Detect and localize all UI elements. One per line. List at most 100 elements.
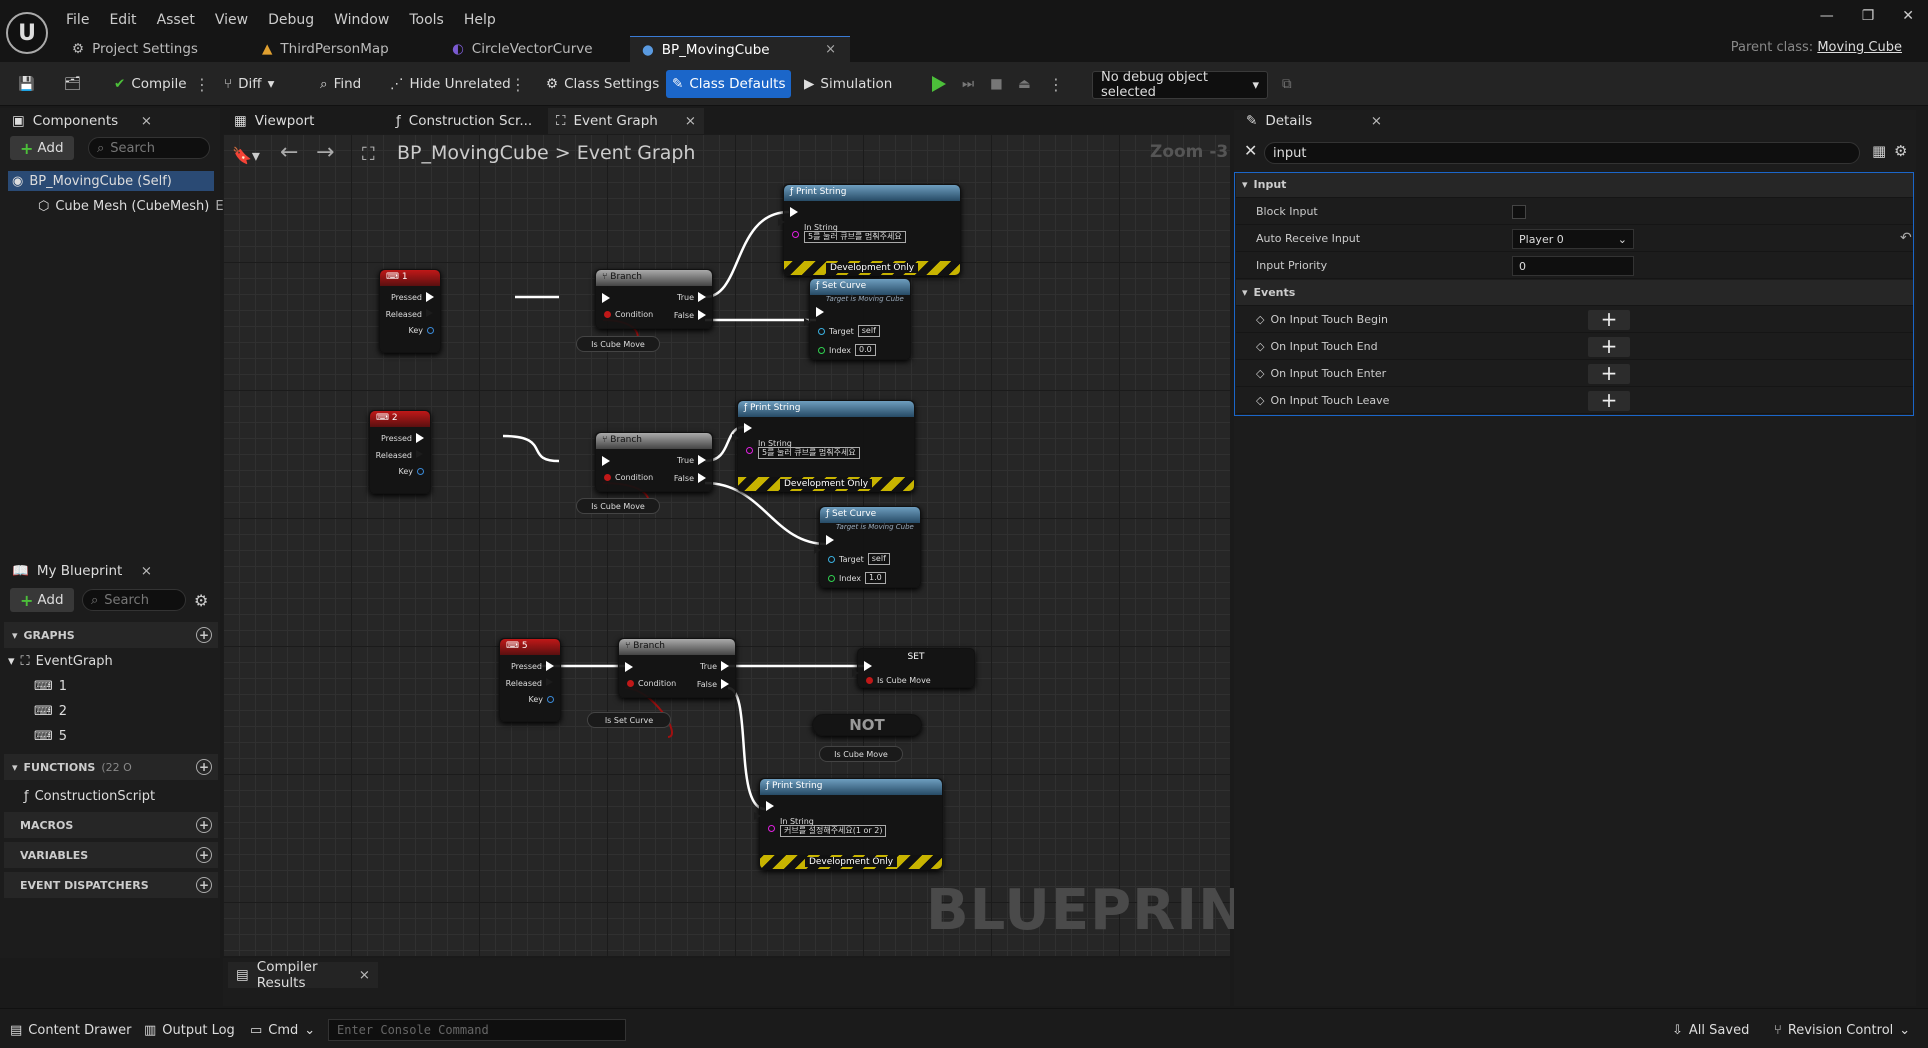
- add-function-icon[interactable]: +: [196, 759, 212, 775]
- more-options-icon[interactable]: ⋮: [510, 74, 526, 94]
- add-member-button[interactable]: +Add: [10, 588, 74, 612]
- print-string-node-2[interactable]: ƒ Print String In String 5를 눌러 큐브를 멈춰주세요…: [737, 400, 915, 492]
- eject-button[interactable]: ⏏: [1012, 70, 1037, 98]
- is-cube-move-pin[interactable]: Is Cube Move: [866, 676, 931, 685]
- false-pin[interactable]: False: [674, 473, 706, 483]
- save-icon[interactable]: 💾: [18, 76, 35, 92]
- my-blueprint-search-input[interactable]: ⌕Search: [82, 589, 186, 611]
- browse-icon[interactable]: 🗂: [64, 76, 82, 92]
- menu-edit[interactable]: Edit: [109, 12, 137, 28]
- exec-pin-icon[interactable]: [602, 293, 610, 303]
- branch-node-3[interactable]: ⑂ Branch Condition True False: [618, 638, 736, 698]
- section-macros[interactable]: MACROS+: [4, 812, 218, 838]
- exec-pin-icon[interactable]: [864, 661, 872, 671]
- in-string-field[interactable]: 커브를 설정해주세요(1 or 2): [780, 825, 887, 837]
- diff-button[interactable]: ⑂Diff▾: [218, 70, 280, 98]
- table-view-icon[interactable]: ▦: [1872, 142, 1887, 160]
- close-icon[interactable]: ×: [825, 42, 836, 57]
- key-event-node-1[interactable]: ⌨ 1 Pressed Released Key: [379, 269, 441, 353]
- key-pin[interactable]: Key: [528, 695, 554, 704]
- index-value[interactable]: 0.0: [855, 344, 876, 356]
- details-section-input[interactable]: ▾Input: [1236, 172, 1914, 198]
- exec-pin-icon[interactable]: [790, 207, 798, 217]
- parent-class-link[interactable]: Moving Cube: [1817, 40, 1902, 55]
- close-icon[interactable]: ×: [1370, 113, 1382, 129]
- tree-event-2[interactable]: ⌨2: [34, 701, 67, 721]
- content-drawer-button[interactable]: ▤Content Drawer: [10, 1023, 131, 1038]
- clear-search-icon[interactable]: ✕: [1244, 141, 1258, 160]
- menu-view[interactable]: View: [214, 12, 249, 28]
- exec-pin-icon[interactable]: [732, 434, 740, 459]
- condition-pin[interactable]: Condition: [604, 310, 653, 319]
- components-tab[interactable]: ▣Components×: [4, 108, 160, 134]
- step-button[interactable]: ⏭: [956, 70, 980, 98]
- details-section-events[interactable]: ▾Events: [1236, 280, 1914, 306]
- exec-pin-icon[interactable]: [778, 218, 786, 243]
- forward-arrow-icon[interactable]: →: [316, 140, 335, 165]
- add-event-touch-leave-button[interactable]: +: [1588, 390, 1630, 411]
- stop-button[interactable]: ■: [984, 70, 1009, 98]
- add-event-touch-enter-button[interactable]: +: [1588, 363, 1630, 384]
- add-event-touch-begin-button[interactable]: +: [1588, 309, 1630, 330]
- component-root-item[interactable]: ◉BP_MovingCube (Self): [8, 171, 214, 191]
- exec-pin-icon[interactable]: [744, 423, 752, 433]
- exec-pin-icon[interactable]: [766, 801, 774, 811]
- tab-compiler-results[interactable]: ▤Compiler Results×: [228, 959, 378, 991]
- unreal-logo-icon[interactable]: U: [6, 12, 48, 54]
- find-button[interactable]: ⌕Find: [314, 70, 367, 98]
- details-search-input[interactable]: input: [1264, 142, 1860, 164]
- is-cube-move-getter[interactable]: Is Cube Move: [576, 498, 660, 514]
- class-defaults-button[interactable]: ✎Class Defaults: [666, 70, 792, 98]
- compile-button[interactable]: ✔Compile: [108, 70, 193, 98]
- close-icon[interactable]: ×: [140, 563, 152, 579]
- add-component-button[interactable]: +Add: [10, 136, 74, 160]
- debug-filter-icon[interactable]: ⧉: [1282, 76, 1292, 92]
- not-boolean-node[interactable]: NOT: [812, 714, 922, 736]
- is-set-curve-getter[interactable]: Is Set Curve: [587, 712, 671, 728]
- string-pin-icon[interactable]: [746, 447, 753, 454]
- revision-control-button[interactable]: ⑂Revision Control⌄: [1774, 1023, 1910, 1038]
- target-value[interactable]: self: [867, 553, 890, 565]
- cmd-select[interactable]: ▭Cmd⌄: [250, 1023, 315, 1038]
- add-variable-icon[interactable]: +: [196, 847, 212, 863]
- class-settings-button[interactable]: ⚙Class Settings: [540, 70, 665, 98]
- play-button[interactable]: [926, 70, 952, 98]
- close-icon[interactable]: ×: [140, 113, 152, 129]
- components-search-input[interactable]: ⌕Search: [88, 137, 210, 159]
- condition-pin[interactable]: Condition: [627, 679, 676, 688]
- tab-event-graph[interactable]: ⛶Event Graph×: [548, 108, 704, 134]
- print-string-node-1[interactable]: ƒ Print String In String 5를 눌러 큐브를 멈춰주세요…: [783, 184, 961, 276]
- tab-project-settings[interactable]: ⚙Project Settings: [60, 36, 250, 62]
- compile-options-icon[interactable]: ⋮: [194, 74, 210, 94]
- details-tab[interactable]: ✎Details×: [1238, 108, 1390, 134]
- condition-pin[interactable]: Condition: [604, 473, 653, 482]
- target-value[interactable]: self: [857, 325, 880, 337]
- bookmark-icon[interactable]: 🔖▾: [232, 146, 260, 165]
- key-pin[interactable]: Key: [408, 326, 434, 335]
- pressed-pin[interactable]: Pressed: [381, 433, 424, 443]
- output-log-button[interactable]: ▥Output Log: [144, 1023, 235, 1038]
- block-input-checkbox[interactable]: [1512, 205, 1526, 219]
- gear-icon[interactable]: ⚙: [194, 590, 209, 610]
- menu-file[interactable]: File: [66, 12, 90, 28]
- tab-circlevectorcurve[interactable]: ◐CircleVectorCurve: [440, 36, 630, 62]
- false-pin[interactable]: False: [697, 679, 729, 689]
- section-variables[interactable]: VARIABLES+: [4, 842, 218, 868]
- simulation-button[interactable]: ▶Simulation: [798, 70, 898, 98]
- debug-object-select[interactable]: No debug object selected▾: [1092, 70, 1268, 100]
- tab-thirdpersonmap[interactable]: ▲ThirdPersonMap: [250, 36, 440, 62]
- event-graph-canvas[interactable]: ⌨ 1 Pressed Released Key ⑂ Branch Condit…: [223, 134, 1230, 956]
- tree-event-5[interactable]: ⌨5: [34, 726, 67, 746]
- console-command-input[interactable]: Enter Console Command: [328, 1019, 626, 1041]
- auto-receive-input-select[interactable]: Player 0⌄: [1512, 229, 1634, 249]
- in-string-field[interactable]: 5를 눌러 큐브를 멈춰주세요: [758, 447, 860, 459]
- exec-pin-icon[interactable]: [814, 546, 822, 571]
- true-pin[interactable]: True: [677, 455, 706, 465]
